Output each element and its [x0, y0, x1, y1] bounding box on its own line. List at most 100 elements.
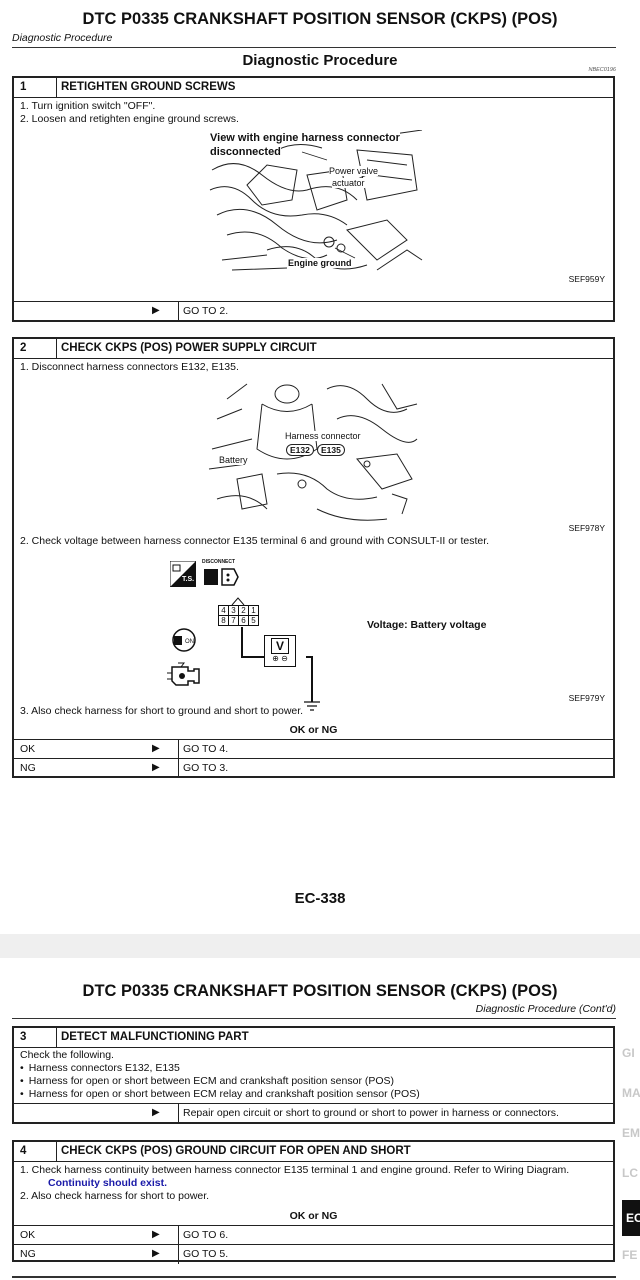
manual-page-1: DTC P0335 CRANKSHAFT POSITION SENSOR (CK…	[12, 10, 616, 907]
page-subtitle: Diagnostic Procedure (Cont'd)	[475, 1003, 616, 1015]
bullet-item: Harness for open or short between ECM re…	[20, 1088, 420, 1100]
play-arrow-icon: ▶	[152, 743, 160, 754]
connector-e135: E135	[317, 444, 345, 456]
side-tab-lc[interactable]: LC	[622, 1166, 638, 1180]
step-2-result-ok: OK ▶ GO TO 4.	[14, 739, 613, 759]
on-label: ON	[185, 639, 194, 645]
result-label: OK	[20, 743, 36, 755]
step-title: DETECT MALFUNCTIONING PART	[61, 1031, 249, 1043]
meter-terminals: ⊕ ⊖	[272, 654, 288, 663]
step-3-header: 3 DETECT MALFUNCTIONING PART	[14, 1028, 613, 1048]
result-label: NG	[20, 762, 36, 774]
step-4-box: 4 CHECK CKPS (POS) GROUND CIRCUIT FOR OP…	[12, 1140, 615, 1264]
step-title: RETIGHTEN GROUND SCREWS	[61, 81, 236, 93]
ok-or-ng-label: OK or NG	[289, 1210, 338, 1222]
step-line: 1. Disconnect harness connectors E132, E…	[20, 361, 239, 373]
goto-link[interactable]: GO TO 3.	[178, 759, 228, 778]
step-1-result-row: ▶ GO TO 2.	[14, 301, 613, 321]
voltage-spec: Voltage: Battery voltage	[367, 619, 487, 631]
disconnect-label: DISCONNECT	[202, 559, 236, 565]
label-actuator: actuator	[332, 178, 365, 188]
header-rule	[12, 1018, 616, 1019]
play-arrow-icon: ▶	[152, 1248, 160, 1259]
meter-wiring	[241, 627, 320, 711]
figure-code: SEF959Y	[568, 274, 605, 284]
step-1-header: 1 RETIGHTEN GROUND SCREWS	[14, 78, 613, 98]
side-tab-ec[interactable]: EC	[622, 1200, 640, 1236]
figure-caption-line-1: View with engine harness connector	[210, 132, 400, 144]
step-2-result-ng: NG ▶ GO TO 3.	[14, 758, 613, 778]
side-tab-gi[interactable]: GI	[622, 1046, 635, 1060]
step-number: 2	[14, 339, 57, 358]
pin: 7	[229, 616, 239, 625]
step-3-box: 3 DETECT MALFUNCTIONING PART Check the f…	[12, 1026, 615, 1124]
ok-or-ng-label: OK or NG	[289, 724, 338, 736]
figure-code: SEF978Y	[568, 523, 605, 533]
step-line: 1. Turn ignition switch "OFF".	[20, 100, 156, 112]
bottom-rule	[12, 1276, 616, 1278]
figure-code: SEF979Y	[568, 693, 605, 703]
step-2-header: 2 CHECK CKPS (POS) POWER SUPPLY CIRCUIT	[14, 339, 613, 359]
step-title: CHECK CKPS (POS) GROUND CIRCUIT FOR OPEN…	[61, 1145, 411, 1157]
play-arrow-icon: ▶	[152, 305, 160, 316]
step-number: 4	[14, 1142, 57, 1161]
ts-label: T.S.	[182, 576, 195, 583]
pin: 4	[219, 606, 229, 615]
pin: 8	[219, 616, 229, 625]
connector-pin-diagram: 4 3 2 1 8 7 6 5	[218, 597, 259, 626]
step-title: CHECK CKPS (POS) POWER SUPPLY CIRCUIT	[61, 342, 317, 354]
goto-link[interactable]: GO TO 5.	[178, 1245, 228, 1264]
step-4-result-ok: OK ▶ GO TO 6.	[14, 1225, 613, 1245]
step-4-result-ng: NG ▶ GO TO 5.	[14, 1244, 613, 1264]
page-number: EC-338	[294, 890, 346, 907]
step-line: 2. Loosen and retighten engine ground sc…	[20, 113, 239, 125]
label-harness-connector: Harness connector	[285, 431, 361, 441]
pin: 5	[251, 616, 256, 625]
result-label: OK	[20, 1229, 36, 1241]
step-line: 2. Check voltage between harness connect…	[20, 535, 490, 547]
step-number: 3	[14, 1028, 57, 1047]
step-1-box: 1 RETIGHTEN GROUND SCREWS 1. Turn igniti…	[12, 76, 615, 322]
label-power-valve: Power valve	[329, 166, 379, 176]
step-line: Check the following.	[20, 1049, 114, 1061]
step-number: 1	[14, 78, 57, 97]
step-2-box: 2 CHECK CKPS (POS) POWER SUPPLY CIRCUIT …	[12, 337, 615, 778]
step-4-header: 4 CHECK CKPS (POS) GROUND CIRCUIT FOR OP…	[14, 1142, 613, 1162]
play-arrow-icon: ▶	[152, 762, 160, 773]
side-tab-fe[interactable]: FE	[622, 1248, 638, 1262]
page-subtitle: Diagnostic Procedure	[12, 32, 113, 44]
side-tab-em[interactable]: EM	[622, 1126, 640, 1140]
harness-connector-figure	[208, 383, 418, 521]
goto-link[interactable]: GO TO 4.	[178, 740, 228, 759]
label-engine-ground: Engine ground	[288, 258, 352, 268]
header-rule	[12, 47, 616, 48]
step-3-result-row: ▶ Repair open circuit or short to ground…	[14, 1103, 613, 1123]
goto-link[interactable]: GO TO 6.	[178, 1226, 228, 1245]
bullet-item: Harness for open or short between ECM an…	[20, 1075, 394, 1087]
side-tab-ma[interactable]: MA	[622, 1086, 640, 1100]
step-line: 3. Also check harness for short to groun…	[20, 705, 304, 717]
pin: 3	[229, 606, 239, 615]
page-title: DTC P0335 CRANKSHAFT POSITION SENSOR (CK…	[82, 982, 558, 1000]
pin: 6	[239, 616, 249, 625]
disconnect-icon: DISCONNECT	[202, 559, 242, 589]
ignition-key-icon: ON	[172, 628, 196, 652]
page-separator	[0, 934, 640, 958]
label-battery: Battery	[219, 455, 248, 465]
pin: 1	[251, 606, 256, 615]
goto-link[interactable]: GO TO 2.	[178, 302, 228, 321]
continuity-spec: Continuity should exist.	[48, 1177, 168, 1189]
meter-letter: V	[271, 638, 289, 654]
step-line: 2. Also check harness for short to power…	[20, 1190, 210, 1202]
play-arrow-icon: ▶	[152, 1229, 160, 1240]
figure-caption-line-2: disconnected	[210, 146, 281, 158]
bullet-item: Harness connectors E132, E135	[20, 1062, 180, 1074]
result-label: NG	[20, 1248, 36, 1260]
repair-action: Repair open circuit or short to ground o…	[178, 1104, 559, 1123]
ts-icon: T.S.	[169, 560, 197, 588]
section-code: NBEC0196	[588, 67, 616, 73]
page-title: DTC P0335 CRANKSHAFT POSITION SENSOR (CK…	[82, 10, 558, 28]
engine-icon	[167, 662, 200, 686]
pin: 2	[239, 606, 249, 615]
connector-e132: E132	[286, 444, 314, 456]
